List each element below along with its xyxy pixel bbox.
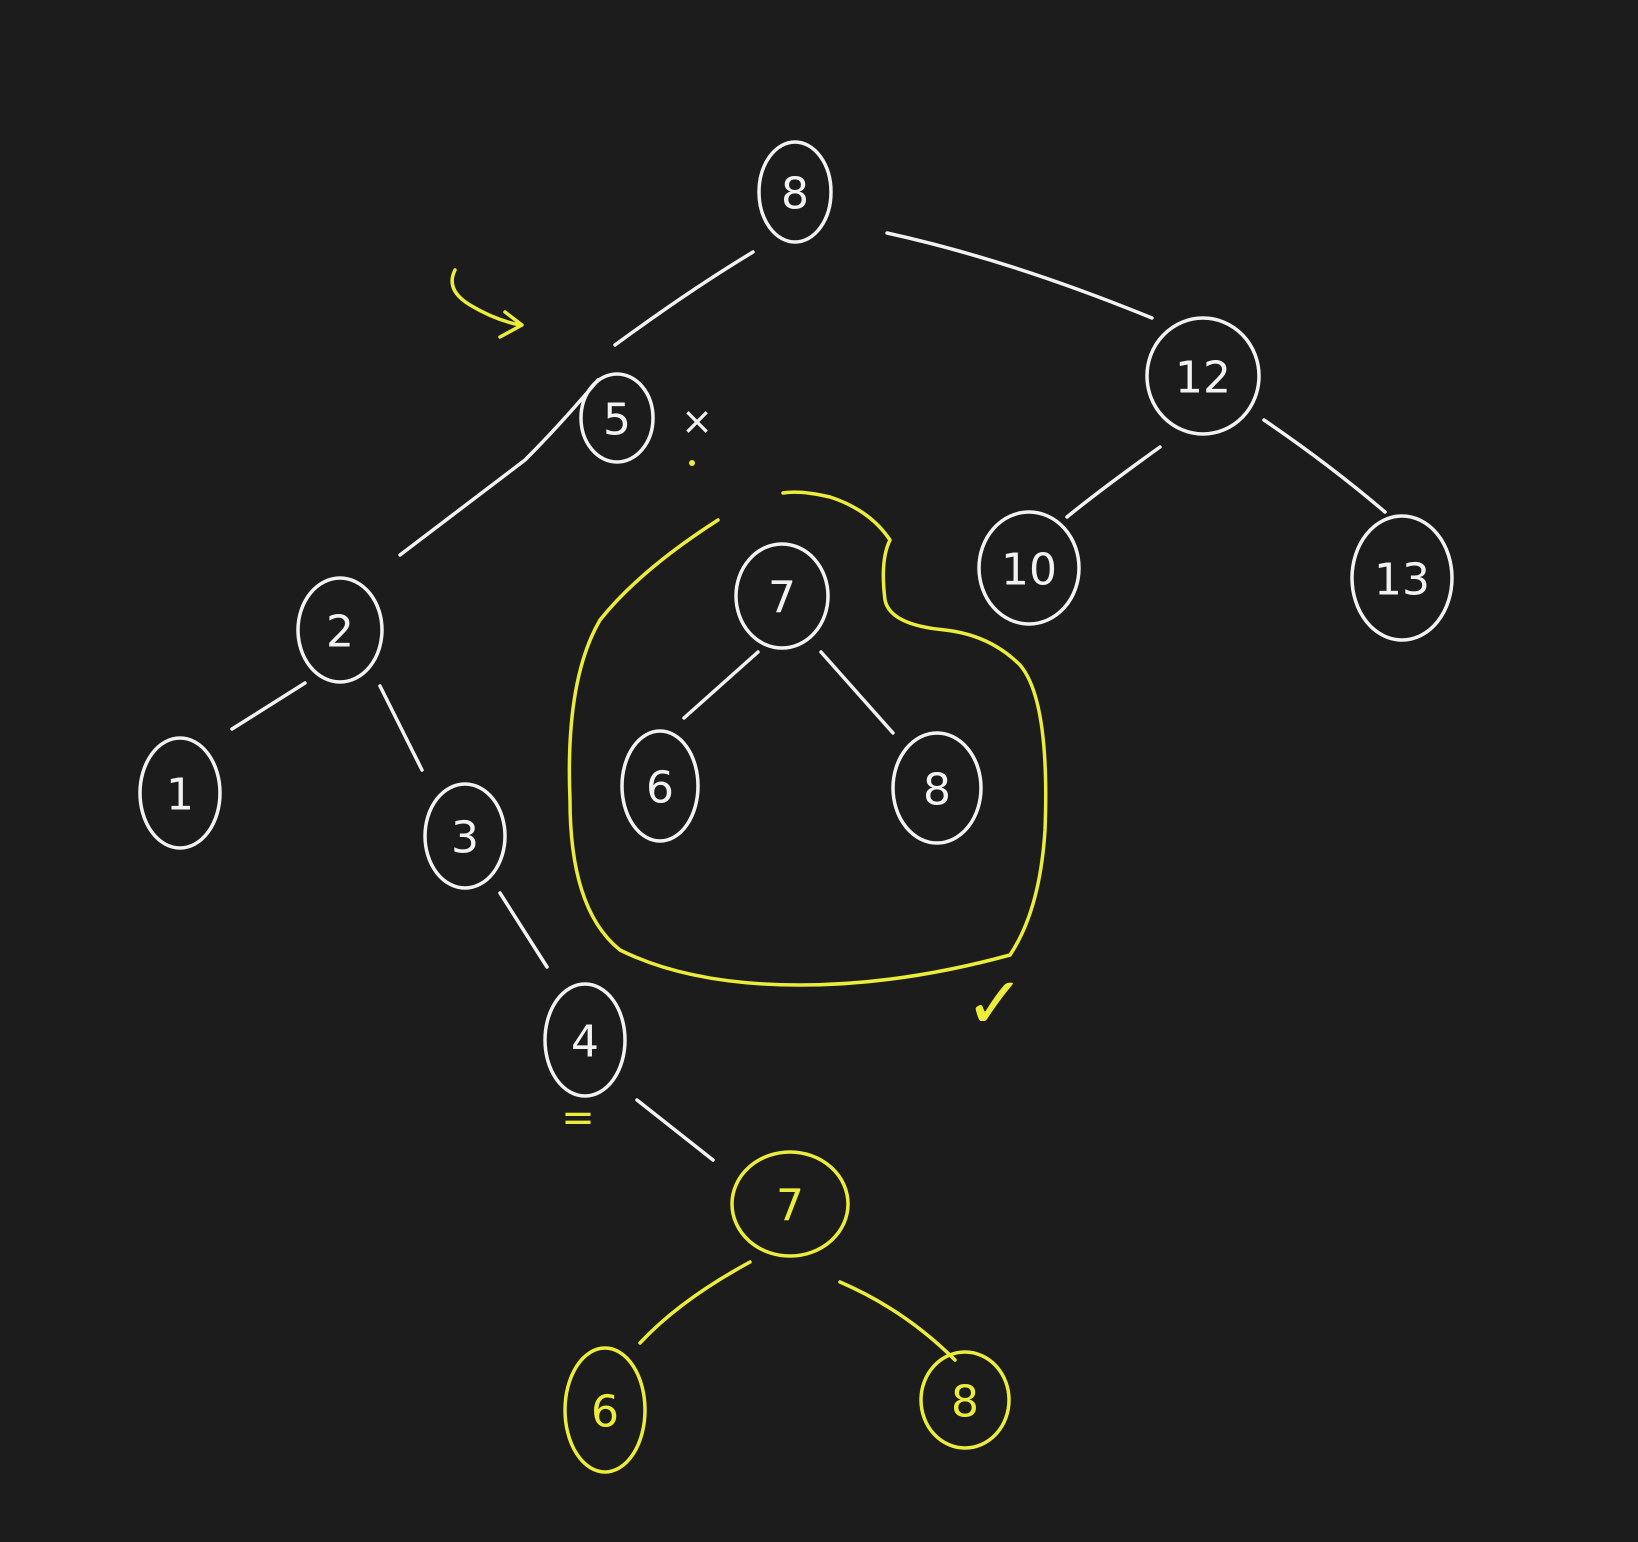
node-label-n3: 3	[451, 813, 479, 864]
edge-7-6-circled	[682, 650, 760, 720]
node-label-root: 8	[781, 169, 809, 220]
subtree-lasso	[567, 490, 1048, 987]
node-label-n5: 5	[603, 395, 631, 446]
node-label-a8: 8	[951, 1377, 979, 1428]
node-label-n2: 2	[326, 607, 354, 658]
node-circle-n2	[296, 576, 384, 684]
edge-8-12	[885, 231, 1154, 320]
node-circle-n1	[138, 736, 222, 850]
node-label-n10: 10	[1001, 545, 1057, 596]
edge-2-3	[378, 684, 424, 772]
check-mark: ✓	[965, 961, 1025, 1045]
pointer-arrow-icon	[450, 268, 524, 339]
equals-mark: =	[561, 1095, 595, 1141]
edge-3-4	[498, 891, 549, 969]
edge-7-8-attached	[838, 1280, 957, 1362]
node-circle-c8	[891, 731, 983, 845]
edge-5-2	[398, 378, 600, 557]
node-circle-n3	[423, 782, 507, 890]
node-label-n13: 13	[1374, 555, 1430, 606]
edge-12-13	[1262, 418, 1387, 514]
node-circle-a6	[563, 1346, 647, 1474]
node-label-n12: 12	[1175, 353, 1231, 404]
edge-7-6-attached	[638, 1260, 752, 1345]
main-tree-edges	[230, 231, 1387, 969]
node-label-c6: 6	[646, 763, 674, 814]
node-circle-n10	[977, 510, 1081, 626]
edge-2-1	[230, 681, 307, 731]
node-circle-n12	[1145, 316, 1261, 436]
node-circle-c7	[734, 542, 830, 650]
edge-12-10	[1065, 445, 1162, 519]
attached-subtree-nodes: 7 6 8	[563, 1150, 1011, 1474]
node-label-n1: 1	[166, 770, 194, 821]
node-label-c8: 8	[923, 765, 951, 816]
edge-8-5	[613, 250, 755, 347]
node-circle-n4	[543, 982, 627, 1098]
edge-4-7-attached	[635, 1098, 715, 1162]
edge-7-8-circled	[819, 650, 895, 735]
node-circle-n5	[579, 372, 655, 464]
node-label-a7: 7	[776, 1181, 804, 1232]
node-label-c7: 7	[768, 573, 796, 624]
node-circle-n13	[1350, 514, 1454, 642]
node-label-n4: 4	[571, 1017, 599, 1068]
annotations: × = ✓	[450, 268, 1025, 1141]
node-circle-c6	[620, 729, 700, 843]
node-circle-a8	[919, 1350, 1011, 1450]
node-circle-a7	[730, 1150, 850, 1258]
node-label-a6: 6	[591, 1387, 619, 1438]
node-circle-root	[757, 140, 833, 244]
circled-subtree-nodes: 7 6 8	[620, 542, 983, 845]
attached-tree-edges	[635, 1098, 957, 1362]
pen-dot-icon	[689, 460, 695, 466]
cross-mark: ×	[681, 399, 713, 443]
